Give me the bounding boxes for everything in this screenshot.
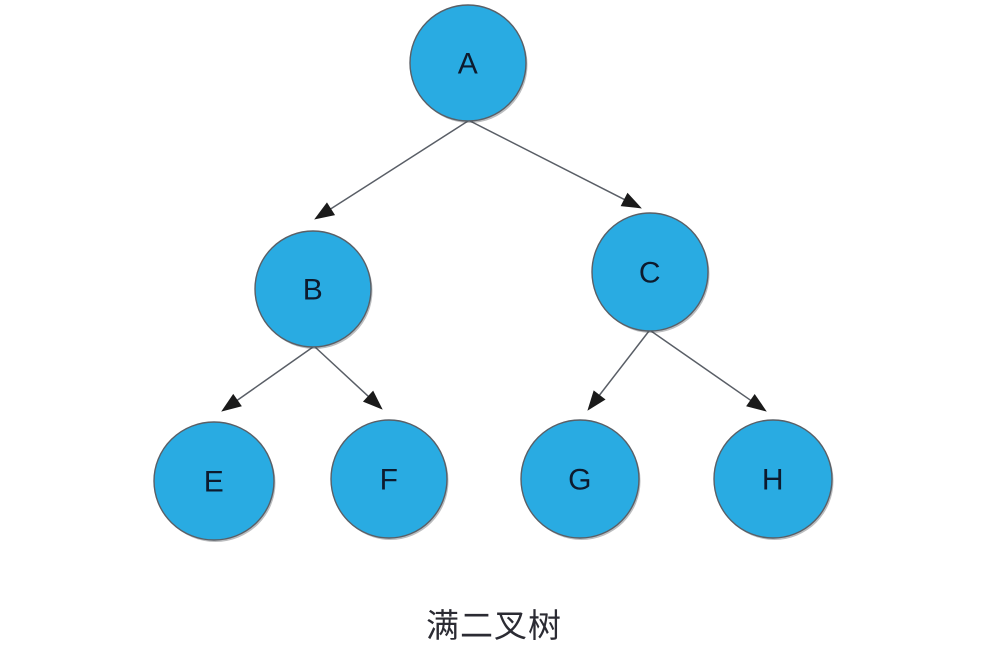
tree-edge [221, 346, 314, 412]
node-circle[interactable] [153, 421, 275, 541]
arrowhead-icon [221, 393, 242, 412]
arrowhead-icon [746, 393, 767, 412]
tree-node-c[interactable]: C [591, 212, 710, 333]
tree-edge [469, 120, 642, 209]
node-circle[interactable] [409, 4, 527, 122]
tree-node-g[interactable]: G [520, 419, 641, 540]
node-label: A [458, 48, 479, 81]
tree-node-h[interactable]: H [713, 419, 834, 540]
edge-line [233, 346, 314, 403]
edges-layer [221, 120, 767, 412]
node-label: F [380, 464, 399, 497]
tree-node-e[interactable]: E [153, 421, 276, 542]
tree-edge [650, 330, 767, 412]
edge-line [314, 346, 372, 400]
tree-edge [314, 346, 383, 410]
tree-node-f[interactable]: F [330, 419, 449, 540]
arrowhead-icon [362, 390, 383, 410]
node-circle[interactable] [330, 419, 448, 539]
tree-node-a[interactable]: A [409, 4, 528, 123]
node-label: B [303, 274, 324, 307]
node-label: C [639, 257, 661, 290]
arrowhead-icon [620, 192, 642, 209]
tree-edge [587, 330, 650, 411]
diagram-caption: 满二叉树 [426, 606, 562, 645]
node-circle[interactable] [520, 419, 640, 539]
node-label: H [762, 464, 784, 497]
node-label: G [568, 464, 592, 497]
node-label: E [204, 466, 225, 499]
edge-line [327, 120, 469, 212]
edge-line [596, 330, 650, 399]
arrowhead-icon [314, 202, 336, 220]
tree-node-b[interactable]: B [254, 230, 373, 349]
node-circle[interactable] [591, 212, 709, 332]
edge-line [469, 120, 628, 202]
node-circle[interactable] [713, 419, 833, 539]
nodes-layer: A B C E F G H [153, 4, 834, 542]
arrowhead-icon [587, 390, 606, 411]
edge-line [650, 330, 755, 404]
tree-edge [314, 120, 469, 220]
node-circle[interactable] [254, 230, 372, 348]
